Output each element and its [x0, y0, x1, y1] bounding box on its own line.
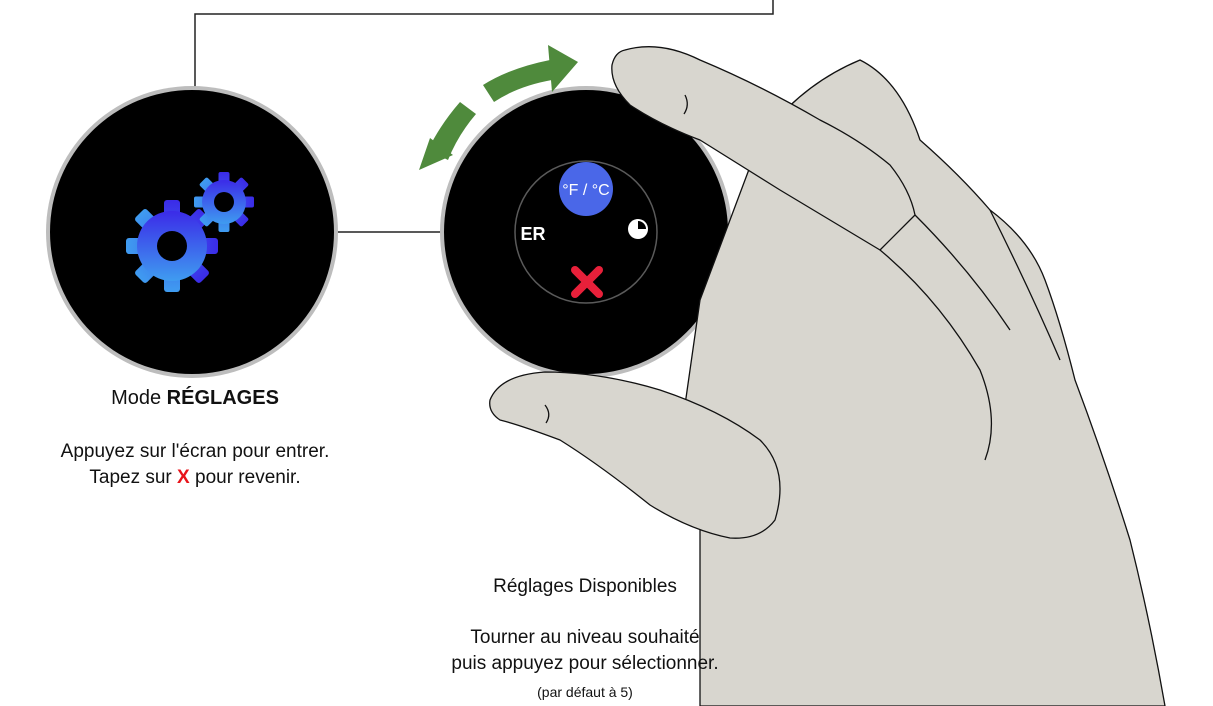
turn-instruction-line1: Tourner au niveau souhaité	[470, 627, 700, 648]
default-note: (par défaut à 5)	[537, 684, 633, 700]
back-key: X	[177, 467, 190, 488]
mode-title-bold: RÉGLAGES	[166, 387, 279, 409]
menu-ring	[514, 160, 658, 304]
connector-line-top	[194, 0, 774, 95]
enter-instruction: Appuyez sur l'écran pour entrer.	[60, 441, 330, 462]
rotate-arrow-icon	[419, 45, 578, 170]
back-prefix: Tapez sur	[89, 467, 172, 488]
available-settings-title: Réglages Disponibles	[493, 576, 677, 597]
settings-screen[interactable]	[46, 86, 338, 378]
unit-option-label: °F / °C	[562, 182, 609, 199]
gear-icon	[126, 200, 218, 292]
mode-title-prefix: Mode	[111, 387, 162, 409]
back-instruction: Tapez sur X pour revenir.	[0, 467, 390, 489]
small-gear-icon	[194, 172, 254, 232]
hand-illustration	[489, 46, 1166, 706]
unit-option-button[interactable]: °F / °C	[559, 162, 613, 216]
turn-instruction-line2: puis appuyez pour sélectionner.	[451, 653, 719, 674]
clock-icon[interactable]	[628, 219, 648, 239]
mode-title: Mode RÉGLAGES	[40, 387, 350, 410]
dial-menu-screen[interactable]: °F / °C ER	[440, 86, 732, 378]
back-suffix: pour revenir.	[195, 467, 301, 488]
er-option-label[interactable]: ER	[520, 224, 545, 244]
close-icon[interactable]	[571, 266, 603, 298]
